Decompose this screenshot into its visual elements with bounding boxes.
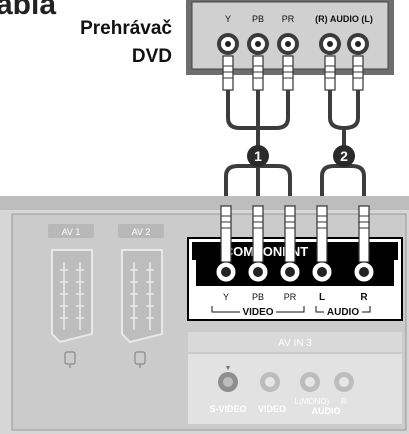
audio-label: AUDIO [312, 406, 341, 416]
title-fragment: abla [0, 0, 56, 21]
svg-text:1: 1 [254, 148, 262, 164]
tv-jack-label-l: L [319, 292, 325, 303]
video-port [260, 372, 280, 392]
tv-jack-label-r: R [360, 292, 368, 303]
dvd-jack-audio-l [347, 33, 369, 55]
device-label-line2: DVD [132, 46, 172, 67]
step-badge-2: 2 [333, 145, 355, 167]
svideo-port: ▼ [218, 365, 238, 392]
av-in3-block: AV IN 3 [188, 332, 402, 424]
svg-text:2: 2 [340, 148, 348, 164]
av-in3-label: AV IN 3 [278, 338, 312, 349]
av2-label: AV 2 [132, 227, 151, 237]
av2-scart-icon [134, 351, 146, 368]
dvd-audio-label: (R) AUDIO (L) [315, 14, 373, 24]
component-label: COMPONENT [224, 244, 309, 259]
tv-jack-y [213, 259, 239, 285]
tv-jack-pb [245, 259, 271, 285]
tv-jack-label-y: Y [223, 292, 229, 302]
dvd-jack-pb [247, 33, 269, 55]
svg-text:▼: ▼ [225, 365, 232, 372]
tv-jack-pr [277, 259, 303, 285]
audio-mono-l-port [300, 372, 320, 392]
mono-label: L(MONO) [295, 397, 330, 406]
audio-group-bracket [315, 306, 371, 313]
upper-plugs [222, 55, 364, 91]
tv-jack-label-pr: PR [284, 292, 297, 302]
r-label: R [341, 397, 347, 406]
dvd-jack-label-pr: PR [282, 14, 295, 24]
video-label: VIDEO [258, 404, 286, 414]
av1-scart-icon [64, 351, 76, 368]
av1-label: AV 1 [62, 227, 81, 237]
video-group-label: VIDEO [242, 307, 273, 318]
dvd-jack-pr [277, 33, 299, 55]
dvd-jack-y [217, 33, 239, 55]
lower-plug-ridges [221, 215, 369, 229]
audio-group-label: AUDIO [327, 307, 359, 318]
dvd-jack-audio-r [319, 33, 341, 55]
dvd-jack-label-y: Y [225, 14, 231, 24]
upper-plug-ridges [223, 65, 363, 79]
tv-jack-label-pb: PB [252, 292, 264, 302]
dvd-back-panel: Y PB PR (R) AUDIO (L) [186, 0, 394, 75]
tv-jack-audio-l [309, 259, 335, 285]
audio-r-port [334, 372, 354, 392]
dvd-jack-label-pb: PB [252, 14, 264, 24]
av1-scart: AV 1 [48, 224, 94, 368]
svideo-label: S-VIDEO [209, 404, 246, 414]
lower-plugs [220, 205, 370, 263]
device-label-line1: Prehrávač [80, 18, 172, 39]
tv-jack-audio-r [351, 259, 377, 285]
step-badge-1: 1 [247, 145, 269, 167]
av2-scart: AV 2 [118, 224, 164, 368]
video-group-bracket [211, 306, 305, 313]
